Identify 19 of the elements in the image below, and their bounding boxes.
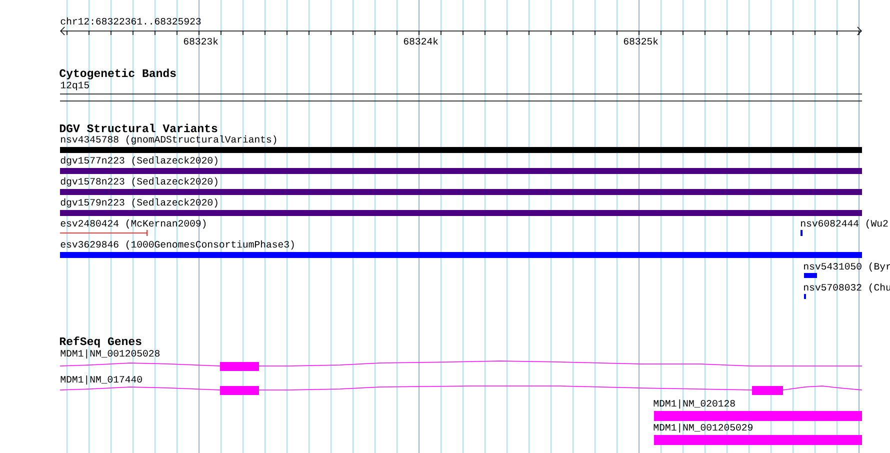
feature-label: dgv1577n223 (Sedlazeck2020) (60, 156, 218, 166)
scale-label: 68324k (404, 37, 438, 45)
feature-label: esv3629846 (1000GenomesConsortiumPhase3) (60, 240, 294, 250)
feature-label: nsv6082444 (Wu2 (801, 219, 888, 229)
scale-label: 68325k (624, 37, 658, 45)
track-title: RefSeq Genes (60, 336, 142, 348)
feature-label: dgv1578n223 (Sedlazeck2020) (60, 177, 218, 187)
feature-label: 12q15 (60, 82, 89, 90)
feature-label: nsv4345788 (gnomADStructuralVariants) (61, 135, 276, 145)
scale-label: 68323k (184, 37, 218, 45)
feature-label: MDM1|NM_001205029 (654, 423, 752, 433)
track-title: Cytogenetic Bands (60, 68, 176, 80)
feature-label: esv2480424 (McKernan2009) (60, 219, 206, 229)
feature-label: MDM1|NM_001205028 (60, 349, 160, 359)
feature-label: MDM1|NM_017440 (60, 375, 142, 385)
track-title: DGV Structural Variants (60, 124, 218, 132)
feature-label: dgv1579n223 (Sedlazeck2020) (60, 198, 218, 208)
feature-label: MDM1|NM_020128 (654, 399, 735, 409)
location-label: chr12:68322361..68325923 (60, 17, 201, 25)
